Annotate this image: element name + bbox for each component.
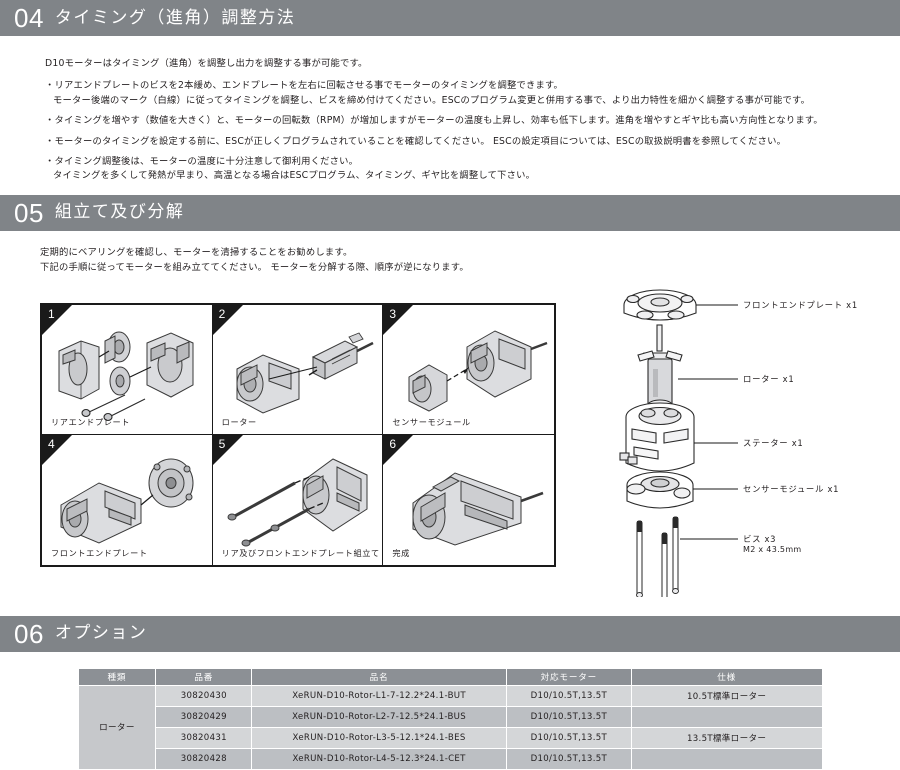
s05-intro-line2: 下記の手順に従ってモーターを組み立ててください。 モーターを分解する際、順序が逆… (40, 262, 469, 274)
cell-spec: 13.5T標準ローター (630, 726, 823, 749)
assembly-step-2: 2 (212, 304, 384, 435)
s04-bullet-2-line1: ・タイミングを増やす（数値を大きく）と、モーターの回転数（RPM）が増加しますが… (45, 115, 823, 127)
section-header-04: 04 タイミング（進角）調整方法 (0, 0, 900, 36)
step-number-6: 6 (389, 436, 397, 451)
table-row: ローター 30820430 XeRUN-D10-Rotor-L1-7-12.2*… (77, 684, 823, 770)
section-body-04: D10モーターはタイミング（進角）を調整し出力を調整する事が可能です。 ・リアエ… (0, 36, 900, 184)
s04-bullet-1-line2: モーター後端のマーク（白線）に従ってタイミングを調整し、ビスを締め付けてください… (53, 94, 811, 106)
cell-part-number: 30820429 (155, 705, 253, 728)
table-row: 30820428 XeRUN-D10-Rotor-L4-5-12.3*24.1-… (78, 747, 823, 770)
step-corner-triangle (383, 434, 414, 465)
s05-intro: 定期的にベアリングを確認し、モーターを清掃することをお勧めします。 下記の手順に… (40, 246, 900, 276)
step-corner-triangle (212, 304, 243, 335)
step-caption-1: リアエンドプレート (51, 416, 131, 427)
step-corner-triangle (212, 434, 243, 465)
cell-kind: ローター (77, 684, 157, 770)
screws-part (636, 516, 679, 604)
cell-spec (630, 705, 823, 728)
assembly-step-5: 5 (212, 434, 384, 565)
screw-assembly-illustration (213, 435, 383, 565)
assembly-step-3: 3 (383, 304, 554, 435)
assembly-step-grid: 1 (40, 302, 556, 567)
rear-endplate-exploded-illustration (42, 305, 212, 434)
step-caption-5: リア及びフロントエンドプレート組立て (221, 547, 380, 558)
exploded-label-stator: ステーター x1 (743, 437, 804, 448)
cell-spec (630, 747, 823, 770)
s04-bullet-2: ・タイミングを増やす（数値を大きく）と、モーターの回転数（RPM）が増加しますが… (45, 114, 900, 128)
col-header-compatible-motor: 対応モーター (505, 667, 632, 686)
col-header-part-name: 品名 (251, 667, 507, 686)
section-header-05: 05 組立て及び分解 (0, 194, 900, 231)
assembly-step-6: 6 完成 (383, 434, 554, 565)
s04-lead-text: D10モーターはタイミング（進角）を調整し出力を調整する事が可能です。 (45, 58, 368, 69)
step-number-5: 5 (218, 436, 226, 451)
cell-part-number: 30820430 (155, 684, 253, 707)
rotor-insert-illustration (213, 305, 383, 434)
cell-part-name: XeRUN-D10-Rotor-L3-5-12.1*24.1-BES (251, 726, 507, 749)
step-number-3: 3 (389, 306, 397, 321)
table-row: 30820431 XeRUN-D10-Rotor-L3-5-12.1*24.1-… (78, 726, 823, 749)
s05-intro-line1: 定期的にベアリングを確認し、モーターを清掃することをお勧めします。 (40, 246, 353, 258)
step-caption-6: 完成 (392, 547, 410, 558)
section-title-05: 組立て及び分解 (54, 202, 185, 223)
cell-compatible-motor: D10/10.5T,13.5T (505, 726, 632, 749)
cell-compatible-motor: D10/10.5T,13.5T (505, 705, 632, 728)
s05-assembly-area: 1 (0, 277, 900, 607)
section-number-04: 04 (14, 3, 44, 33)
exploded-label-rotor: ローター x1 (743, 373, 795, 384)
s04-bullet-3: ・モーターのタイミングを設定する前に、ESCが正しくプログラムされていることを確… (45, 135, 900, 149)
assembly-step-1: 1 (42, 304, 213, 435)
col-header-spec: 仕様 (630, 667, 823, 686)
col-header-part-number: 品番 (155, 667, 253, 686)
exploded-label-front-endplate: フロントエンドプレート x1 (743, 299, 858, 310)
table-row: 30820429 XeRUN-D10-Rotor-L2-7-12.5*24.1-… (78, 705, 823, 728)
s04-bullet-4-line1: ・タイミング調整後は、モーターの温度に十分注意して御利用ください。 (45, 156, 359, 168)
exploded-label-screws-main: ビス x3 (743, 533, 777, 544)
exploded-label-sensor-module: センサーモジュール x1 (743, 483, 840, 494)
s04-bullet-list: ・リアエンドプレートのビスを2本緩め、エンドプレートを左右に回転させる事でモータ… (45, 79, 900, 183)
options-table: 種類 品番 品名 対応モーター 仕様 ローター 30820430 XeRUN-D… (77, 667, 823, 770)
step-number-4: 4 (48, 436, 55, 451)
exploded-parts-diagram: フロントエンドプレート x1 ローター x1 ステーター x1 センサーモジュー… (600, 277, 880, 607)
cell-compatible-motor: D10/10.5T,13.5T (505, 747, 632, 770)
s04-bullet-1-line1: ・リアエンドプレートのビスを2本緩め、エンドプレートを左右に回転させる事でモータ… (45, 80, 564, 92)
completed-motor-illustration (383, 435, 554, 565)
col-header-kind: 種類 (77, 667, 157, 686)
sensor-module-illustration (383, 305, 554, 434)
step-corner-triangle (42, 434, 72, 465)
section-title-06: オプション (54, 623, 148, 644)
cell-spec: 10.5T標準ローター (630, 684, 823, 707)
sensor-module-part (626, 471, 694, 509)
section-number-06: 06 (14, 618, 44, 649)
front-endplate-illustration (42, 435, 212, 565)
s04-bullet-4-line2: タイミングを多くして発熱が早まり、高温となる場合はESCプログラム、タイミング、… (53, 170, 536, 182)
s04-bullet-1: ・リアエンドプレートのビスを2本緩め、エンドプレートを左右に回転させる事でモータ… (45, 79, 900, 108)
exploded-parts-svg (619, 289, 738, 604)
front-endplate-part (623, 289, 697, 321)
step-caption-4: フロントエンドプレート (51, 547, 148, 558)
section-header-06: 06 オプション (0, 615, 900, 652)
cell-part-name: XeRUN-D10-Rotor-L1-7-12.2*24.1-BUT (251, 684, 507, 707)
cell-part-number: 30820431 (155, 726, 253, 749)
cell-part-name: XeRUN-D10-Rotor-L4-5-12.3*24.1-CET (251, 747, 507, 770)
s04-bullet-3-line1: ・モーターのタイミングを設定する前に、ESCが正しくプログラムされていることを確… (45, 135, 787, 147)
s04-bullet-4: ・タイミング調整後は、モーターの温度に十分注意して御利用ください。 タイミングを… (45, 155, 900, 184)
step-corner-triangle (42, 304, 72, 335)
exploded-label-screws-size: M2 x 43.5mm (743, 544, 802, 554)
cell-part-number: 30820428 (155, 747, 253, 770)
step-corner-triangle (383, 304, 414, 335)
assembly-step-4: 4 (42, 434, 213, 565)
stator-part (619, 402, 695, 472)
section-title-04: タイミング（進角）調整方法 (54, 7, 296, 28)
cell-compatible-motor: D10/10.5T,13.5T (505, 684, 632, 707)
exploded-label-screws: ビス x3 M2 x 43.5mm (743, 533, 802, 554)
section-number-05: 05 (14, 197, 44, 228)
table-header-row: 種類 品番 品名 対応モーター 仕様 (77, 667, 823, 686)
step-caption-2: ローター (221, 416, 257, 427)
step-caption-3: センサーモジュール (392, 416, 471, 427)
cell-part-name: XeRUN-D10-Rotor-L2-7-12.5*24.1-BUS (251, 705, 507, 728)
step-number-1: 1 (48, 306, 55, 321)
step-number-2: 2 (218, 306, 226, 321)
